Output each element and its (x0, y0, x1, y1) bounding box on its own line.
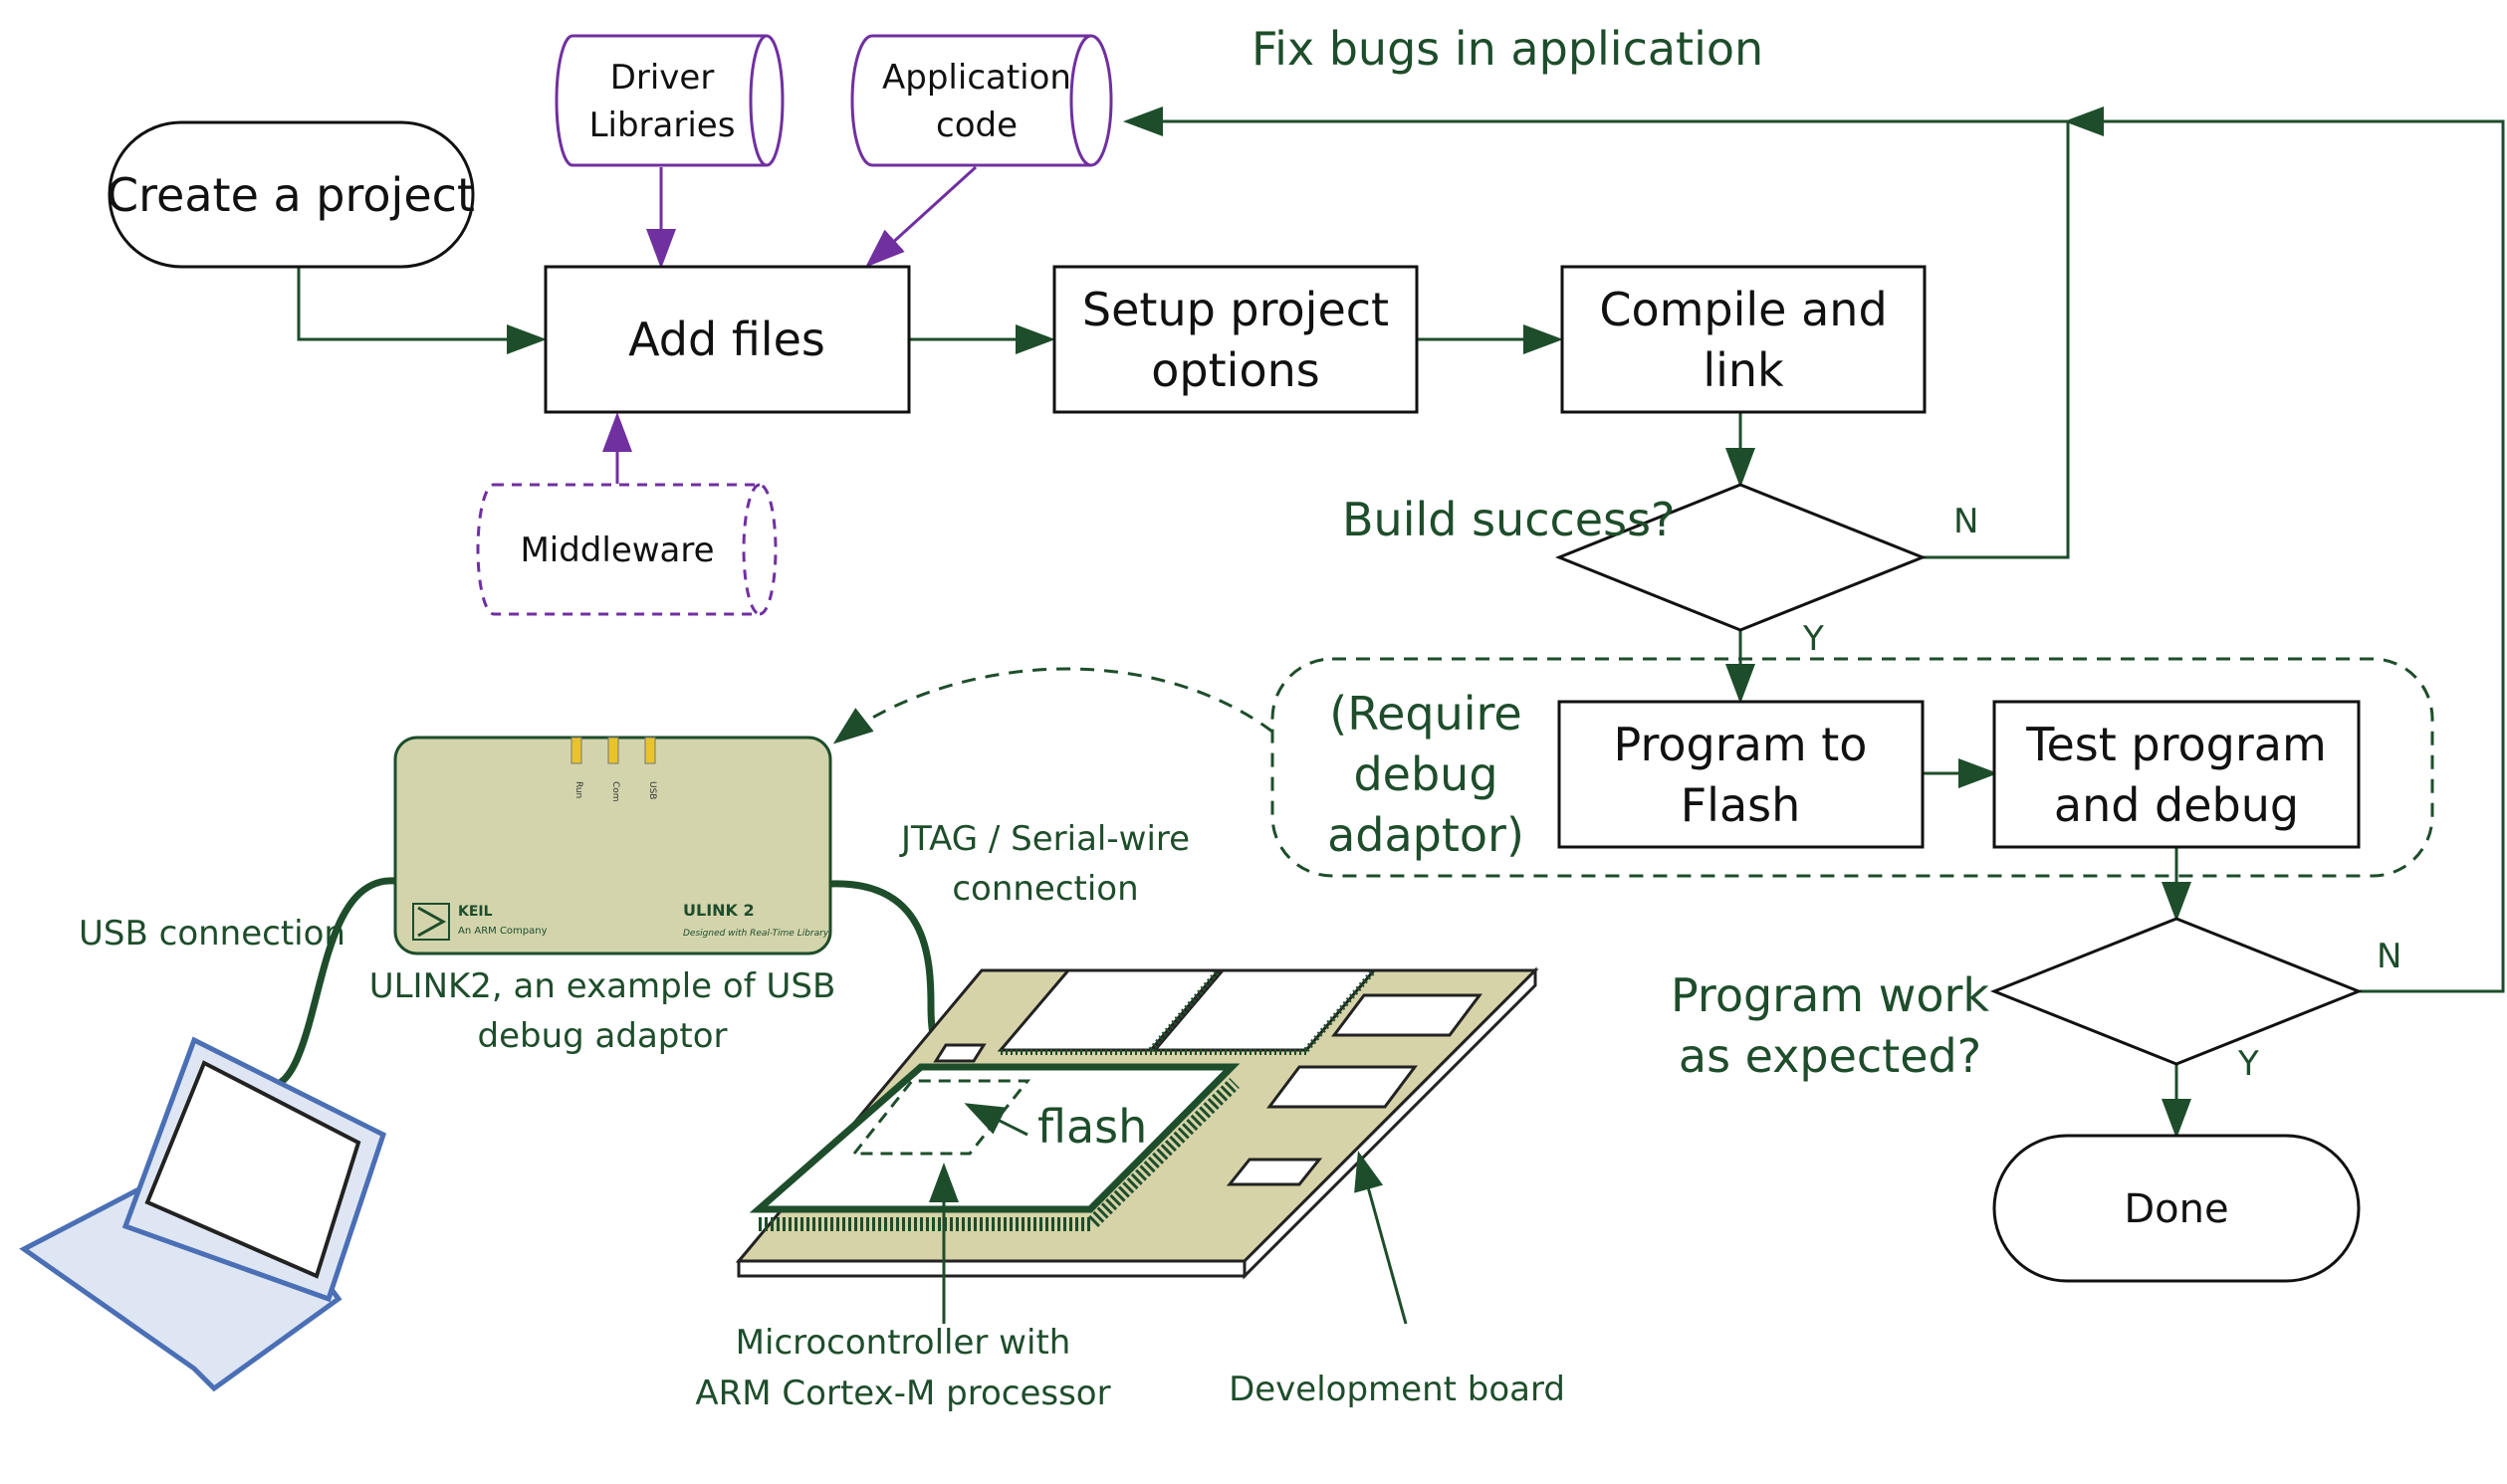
ulink2-adaptor: Run Com USB KEIL An ARM Company ULINK 2 … (393, 736, 832, 955)
require-line1: (Require (1329, 687, 1521, 741)
test-debug-node: Test program and debug (1992, 700, 2361, 849)
keil-label: KEIL (458, 904, 493, 920)
test-debug-line2: and debug (2054, 778, 2299, 832)
flow-connectors (297, 106, 2505, 1139)
arrow-require-to-adaptor (832, 667, 1273, 744)
done-node: Done (1992, 1134, 2361, 1283)
mcu-caption-line2: ARM Cortex-M processor (695, 1374, 1110, 1413)
ulink-brand-label: ULINK 2 (683, 901, 755, 920)
keil-logo-icon: KEIL An ARM Company (412, 903, 548, 941)
jtag-cable (829, 880, 948, 1059)
board-chip-4 (1266, 1065, 1418, 1109)
create-project-node: Create a project (107, 120, 475, 269)
compile-link-line2: link (1703, 343, 1784, 397)
microcontroller-chip (749, 1063, 1241, 1213)
flash-label: flash (1037, 1100, 1147, 1154)
middleware-source: Middleware (476, 483, 778, 616)
ulink-caption-line1: ULINK2, an example of USB (369, 966, 836, 1006)
arrow-dev-board (1354, 1151, 1408, 1325)
program-flash-line2: Flash (1681, 778, 1801, 832)
build-success-decision: Build success? N Y (1342, 483, 1978, 659)
jtag-header-icon (933, 1043, 987, 1063)
create-project-label: Create a project (107, 168, 475, 222)
program-work-line2: as expected? (1679, 1029, 1981, 1083)
compile-link-line1: Compile and (1599, 283, 1887, 336)
arrow-app-to-add (865, 165, 978, 268)
fix-bugs-label: Fix bugs in application (1252, 22, 1763, 76)
work-yes-label: Y (2237, 1044, 2259, 1084)
laptop-icon (19, 1036, 387, 1392)
driver-libraries-source: Driver Libraries (555, 34, 785, 167)
setup-options-line2: options (1151, 343, 1319, 397)
ulink-caption-line2: debug adaptor (478, 1016, 728, 1056)
build-yes-label: Y (1802, 619, 1824, 659)
arrow-create-to-add (297, 267, 547, 354)
driver-line1: Driver (610, 58, 715, 98)
test-debug-line1: Test program (2025, 718, 2327, 771)
program-flash-node: Program to Flash (1557, 700, 1925, 849)
usb-cable (270, 877, 396, 1091)
usb-connection-label: USB connection (79, 914, 345, 954)
done-label: Done (2124, 1186, 2228, 1232)
program-work-line1: Program work (1671, 968, 1989, 1022)
application-line1: Application (882, 58, 1071, 98)
setup-options-node: Setup project options (1052, 265, 1419, 414)
source-connectors (602, 165, 978, 484)
require-adaptor-note: (Require debug adaptor) (1327, 687, 1524, 862)
ulink-tagline: Designed with Real-Time Library (683, 929, 829, 939)
middleware-label: Middleware (520, 530, 714, 570)
add-files-node: Add files (544, 265, 911, 414)
arrow-build-no (1123, 106, 2070, 559)
arm-company-label: An ARM Company (458, 926, 548, 937)
application-line2: code (936, 106, 1018, 145)
require-line3: adaptor) (1327, 808, 1524, 862)
arrow-work-no (2064, 106, 2505, 993)
program-flash-line1: Program to (1614, 718, 1868, 771)
dev-board-caption: Development board (1229, 1370, 1565, 1409)
compile-link-node: Compile and link (1560, 265, 1927, 414)
driver-line2: Libraries (589, 106, 736, 145)
mcu-caption-line1: Microcontroller with (736, 1323, 1071, 1363)
usb-led-label: USB (647, 781, 657, 799)
arrow-flash-label (964, 1103, 1028, 1137)
run-led-label: Run (573, 781, 583, 798)
debug-adaptor-group (1270, 657, 2434, 878)
com-led-label: Com (610, 781, 620, 802)
program-work-decision: Program work as expected? N Y (1671, 917, 2401, 1084)
board-chip-5 (1226, 1158, 1323, 1186)
board-chip-3 (1331, 993, 1482, 1037)
work-no-label: N (2377, 937, 2401, 976)
add-files-label: Add files (628, 313, 825, 366)
build-no-label: N (1953, 502, 1978, 541)
build-success-label: Build success? (1342, 493, 1675, 546)
com-led-icon (607, 737, 619, 764)
require-line2: debug (1353, 747, 1497, 801)
run-led-icon (570, 737, 582, 764)
usb-led-icon (644, 737, 656, 764)
jtag-line2: connection (952, 869, 1138, 909)
jtag-line1: JTAG / Serial-wire (899, 819, 1190, 859)
setup-options-line1: Setup project (1082, 283, 1389, 336)
flash-region (850, 1079, 1031, 1156)
application-code-source: Application code (850, 34, 1113, 167)
